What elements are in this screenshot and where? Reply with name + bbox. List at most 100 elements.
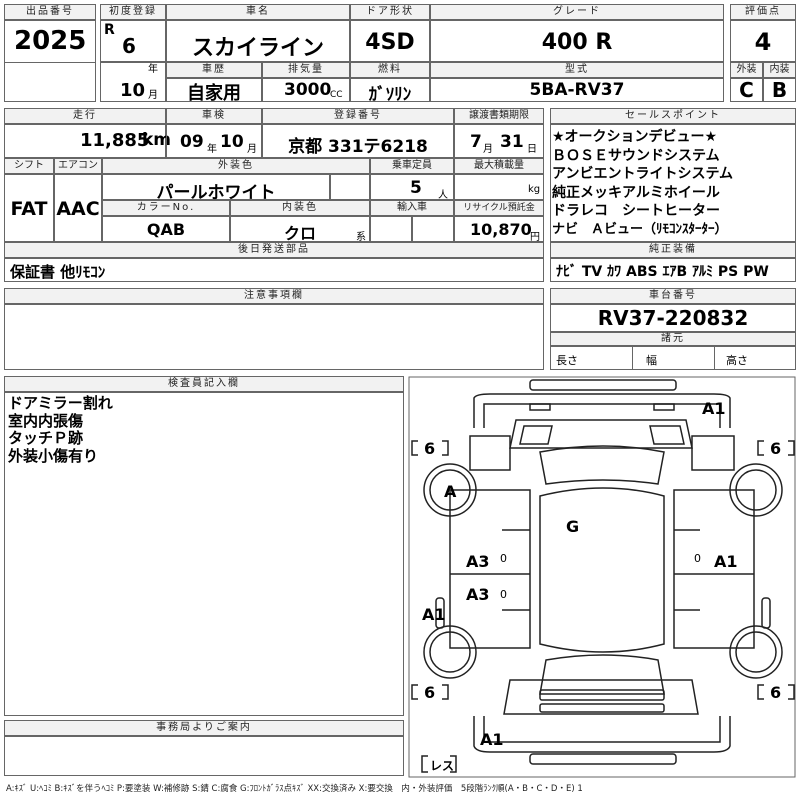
interior-grade: B [771,78,788,102]
color-number: QAB [146,220,186,239]
recycle-deposit: 10,870 [470,220,532,239]
damage-right-door: A1 [714,552,738,571]
transfer-day: 31 [500,132,524,152]
inspection-header: 車検 [166,108,262,124]
insp-year-unit: 年 [207,144,217,155]
interior-color: クロ [283,224,316,243]
max-load-header: 最大積載量 [454,158,544,174]
sales-point-4: 純正メッキアルミホイール [552,184,720,201]
sales-point-6: ナビ Ａビュー（ﾘﾓｺﾝｽﾀｰﾀｰ） [552,221,728,237]
mileage: 11,885 [80,130,150,151]
model-code: 5BA-RV37 [529,80,625,100]
history: 自家用 [187,83,241,104]
exterior-grade: C [739,78,754,102]
office-box [4,736,404,776]
sales-point-2: ＢＯＳＥサウンドシステム [552,147,720,164]
history-header: 車歴 [166,62,262,78]
ext-color-header: 外装色 [102,158,370,174]
damage-left-rear-door: A3 [466,585,490,604]
transfer-day-unit: 日 [527,144,537,155]
later-parts-header: 後日発送部品 [4,242,544,258]
shift: FAT [10,198,48,220]
recycle-header: リサイクル預託金 [454,200,544,216]
inspection-year: 09 [180,132,204,152]
km-unit: km [142,130,172,150]
kei-unit: 系 [356,232,366,243]
transfer-deadline-header: 譲渡書類期限 [454,108,544,124]
sales-point-3: アンビエントライトシステム [552,166,734,182]
spare-tyre-rest: レス [430,759,454,773]
lot-header: 出品番号 [4,4,96,20]
damage-front-left-a: A [444,482,457,501]
inspector-note-2: 室内内張傷 [8,411,84,430]
grade-header: グレード [430,4,724,20]
mark-zero-left-2: 0 [500,588,507,601]
tyre-rear-right: 6 [770,683,781,702]
int-color-header: 内装色 [230,200,370,216]
sales-point-5: ドラレコ シートヒーター [552,203,720,219]
transfer-month: 7 [470,132,482,152]
genuine-header: 純正装備 [550,242,796,258]
inspector-header: 検査員記入欄 [4,376,404,392]
displacement-header: 排気量 [262,62,350,78]
legend: A:ｷｽﾞ U:ﾍｺﾐ B:ｷｽﾞを伴うﾍｺﾐ P:要塗装 W:補修跡 S:錆 … [6,784,583,794]
mileage-header: 走行 [4,108,166,124]
tyre-front-right: 6 [770,439,781,458]
sales-point-list: ★オークションデビュー★ ＢＯＳＥサウンドシステム アンビエントライトシステム … [552,128,792,239]
sales-point-1: ★オークションデビュー★ [552,129,718,145]
reg-month: 10 [120,80,146,101]
aircon: AAC [56,198,100,220]
insp-month-unit: 月 [247,144,257,155]
sales-point-header: セールスポイント [550,108,796,124]
inspector-note-3: タッチＰ跡 [8,429,84,447]
car-name: スカイライン [191,36,324,61]
month-unit: 月 [148,90,158,101]
car-name-header: 車名 [166,4,350,20]
office-header: 事務局よりご案内 [4,720,404,736]
aircon-header: エアコン [54,158,102,174]
year-unit: 年 [148,64,158,75]
damage-left-quarter: A1 [422,605,446,624]
reg-no-header: 登録番号 [262,108,454,124]
chassis-number: RV37-220832 [597,306,749,330]
kg-unit: kg [528,184,541,195]
genuine-equipment: ﾅﾋﾞ TV ｶﾜ ABS ｴｱB ｱﾙﾐ PS PW [556,264,769,280]
damage-left-front-door: A3 [466,552,490,571]
plate-number: 京都 331テ6218 [288,137,428,157]
yen-unit: 円 [530,232,540,243]
car-damage-diagram: A1 6 6 A G A3 A1 A3 A1 6 6 A1 0 0 0 レス [408,376,796,778]
capacity: 5 [410,178,422,198]
length-label: 長さ [556,354,578,367]
door-header: ドア形状 [350,4,430,20]
door-type: 4SD [365,30,415,55]
lot-number: 2025 [14,26,87,56]
grade: 400 R [541,30,613,55]
inspector-box [4,392,404,716]
cc-unit: CC [330,90,343,100]
color-no-header: カラーNo. [102,200,230,216]
exterior-color: パールホワイト [156,183,276,203]
capacity-header: 乗車定員 [370,158,454,174]
import-header: 輸入車 [370,200,454,216]
person-unit: 人 [438,190,448,201]
first-reg-header: 初度登録 [100,4,166,20]
era-mark: R [104,22,115,38]
damage-front-a1: A1 [702,399,726,418]
reg-year: 6 [122,34,136,58]
damage-rear-a1: A1 [480,730,504,749]
displacement: 3000 [284,80,332,100]
notes-header: 注意事項欄 [4,288,544,304]
width-label: 幅 [646,354,657,367]
transfer-month-unit: 月 [483,144,493,155]
specs-header: 諸元 [550,332,796,346]
damage-roof-g: G [566,517,579,536]
mark-zero-left-1: 0 [500,552,507,565]
score: 4 [754,28,772,56]
notes-box [4,304,544,370]
fuel: ｶﾞｿﾘﾝ [368,85,412,105]
chassis-header: 車台番号 [550,288,796,304]
mark-zero-right: 0 [694,552,701,565]
model-code-header: 型式 [430,62,724,78]
later-parts: 保証書 他ﾘﾓｺﾝ [10,263,106,281]
score-header: 評価点 [730,4,796,20]
